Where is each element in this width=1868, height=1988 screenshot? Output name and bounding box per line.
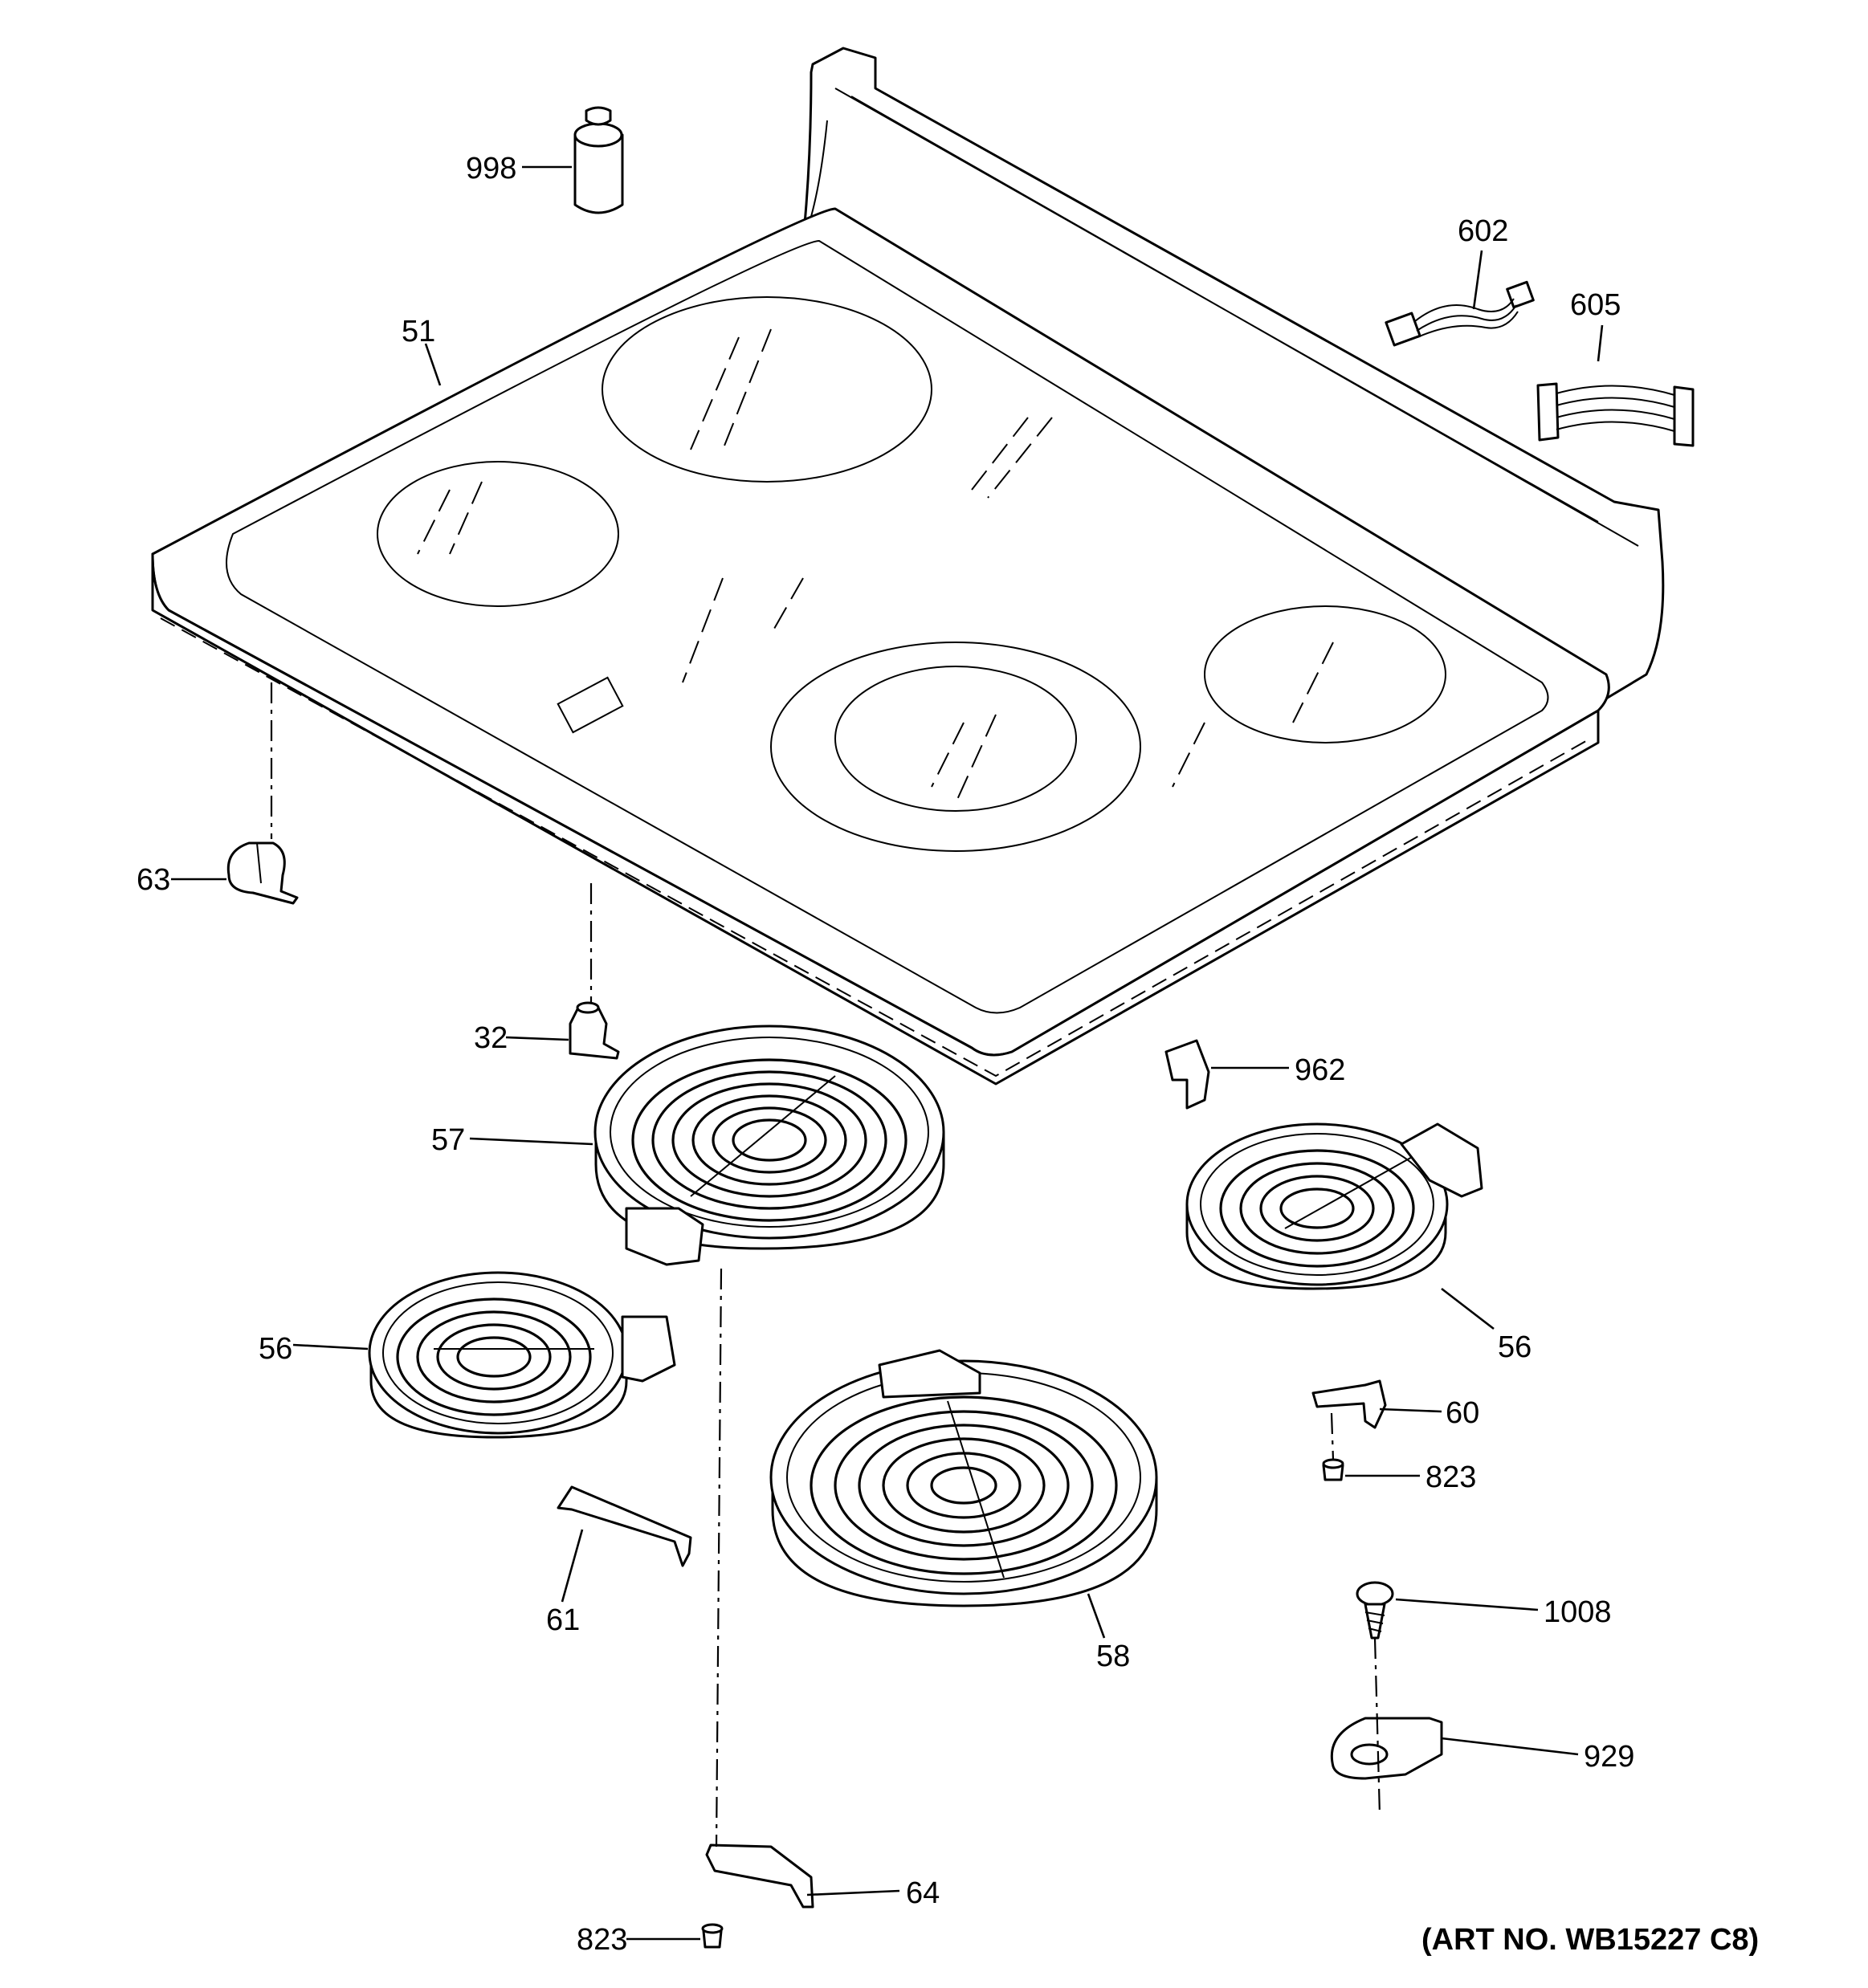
callout-63: 63 [137, 863, 170, 897]
cooktop-glass-51 [151, 47, 1665, 1086]
part-32-limiter [569, 1001, 620, 1060]
part-58-radiant-burner [769, 1349, 1158, 1607]
part-602-wire-harness [1385, 280, 1535, 347]
callout-58: 58 [1096, 1640, 1130, 1673]
part-64-bracket [705, 1843, 814, 1909]
callout-602: 602 [1458, 214, 1508, 248]
assembly-lines [270, 682, 1381, 1847]
part-929-bracket [1330, 1717, 1443, 1780]
part-823-screw-bottom [701, 1923, 724, 1949]
part-63-clip [226, 841, 299, 905]
callout-823-right: 823 [1425, 1460, 1476, 1494]
part-998 [573, 106, 624, 214]
callout-61: 61 [546, 1603, 580, 1637]
part-60-bracket [1311, 1379, 1387, 1429]
callout-32: 32 [474, 1021, 508, 1055]
callout-962: 962 [1295, 1053, 1345, 1087]
callout-929: 929 [1584, 1740, 1634, 1774]
part-56-radiant-burner-left [368, 1271, 676, 1439]
part-1008-screw [1356, 1581, 1394, 1640]
part-56-radiant-burner-right [1185, 1122, 1483, 1290]
part-61-bracket [557, 1485, 692, 1567]
part-823-screw-right [1322, 1458, 1344, 1481]
callout-64: 64 [906, 1876, 940, 1910]
part-605-ribbon-cable [1536, 382, 1695, 447]
callout-1008: 1008 [1544, 1595, 1612, 1629]
callout-60: 60 [1446, 1396, 1479, 1430]
leader-lines [171, 165, 1604, 1941]
callout-605: 605 [1570, 288, 1621, 322]
art-number: (ART NO. WB15227 C8) [1421, 1923, 1759, 1957]
callout-51: 51 [402, 315, 435, 348]
callout-56-right: 56 [1498, 1330, 1532, 1364]
part-57-radiant-burner [593, 1025, 945, 1266]
callout-823-bottom: 823 [577, 1923, 627, 1957]
part-962-bracket [1164, 1039, 1210, 1110]
callout-57: 57 [431, 1123, 465, 1157]
callout-56-left: 56 [259, 1332, 292, 1366]
callout-labels: 998 51 602 605 63 32 962 57 56 56 60 823… [137, 152, 1759, 1957]
callout-998: 998 [466, 152, 516, 185]
